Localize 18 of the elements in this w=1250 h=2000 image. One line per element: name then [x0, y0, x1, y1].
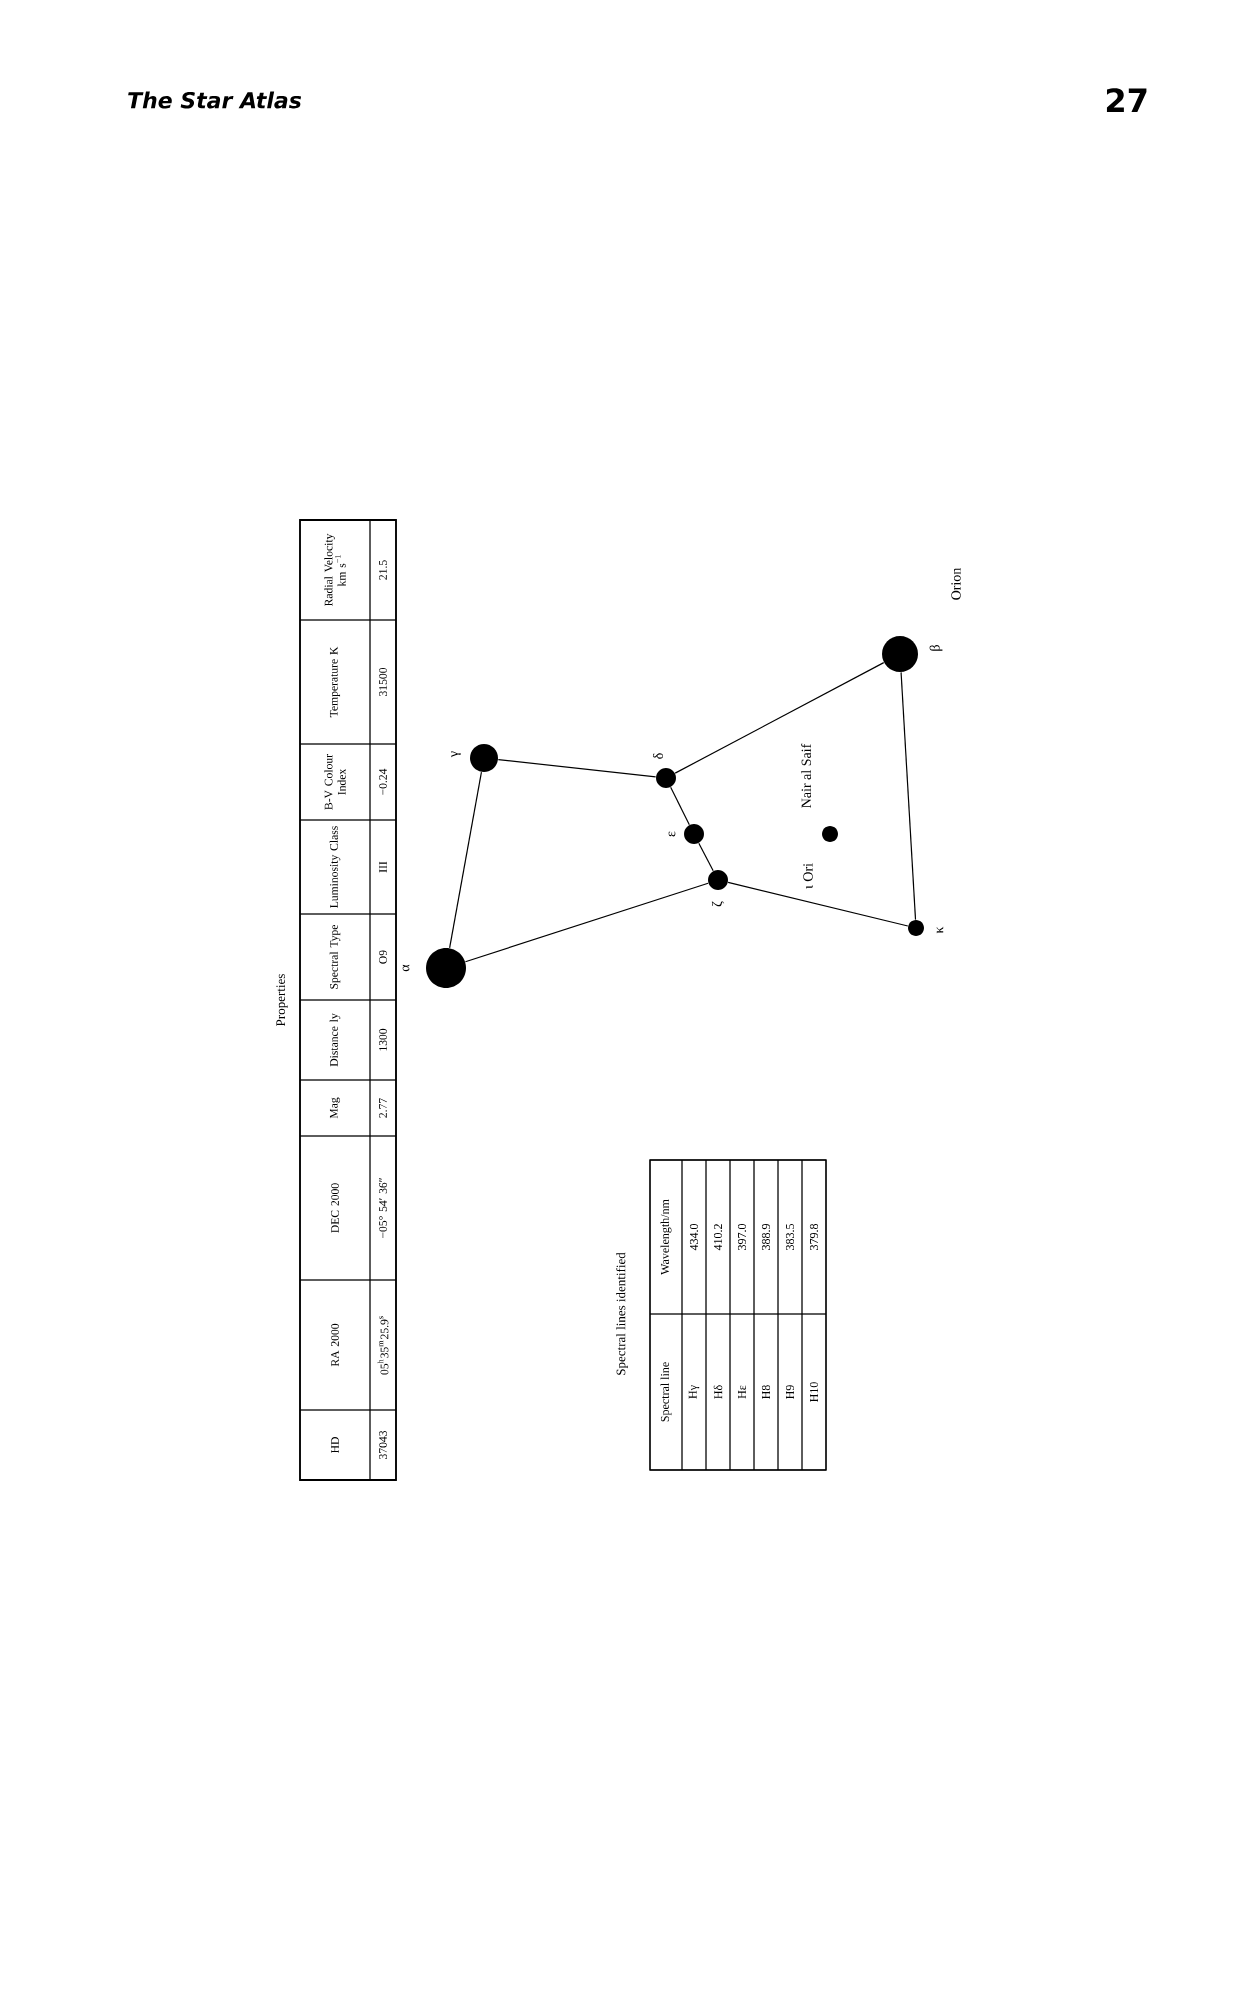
constellation-line [698, 842, 714, 872]
star-dot [908, 920, 924, 936]
star-dot [882, 636, 918, 672]
page-number: 27 [1106, 88, 1147, 112]
constellation-line [727, 881, 909, 927]
constellation-line [497, 759, 657, 778]
star-dot [426, 948, 466, 988]
star-dot [822, 826, 838, 842]
constellation-line [674, 662, 885, 774]
star-dot [470, 744, 498, 772]
star-dot [684, 824, 704, 844]
star-dot [708, 870, 728, 890]
constellation-line [900, 671, 917, 921]
constellation-line [670, 786, 690, 826]
running-head: The Star Atlas [128, 91, 302, 109]
constellation-line [449, 771, 483, 949]
star-dot [656, 768, 676, 788]
constellation-line [464, 882, 709, 963]
